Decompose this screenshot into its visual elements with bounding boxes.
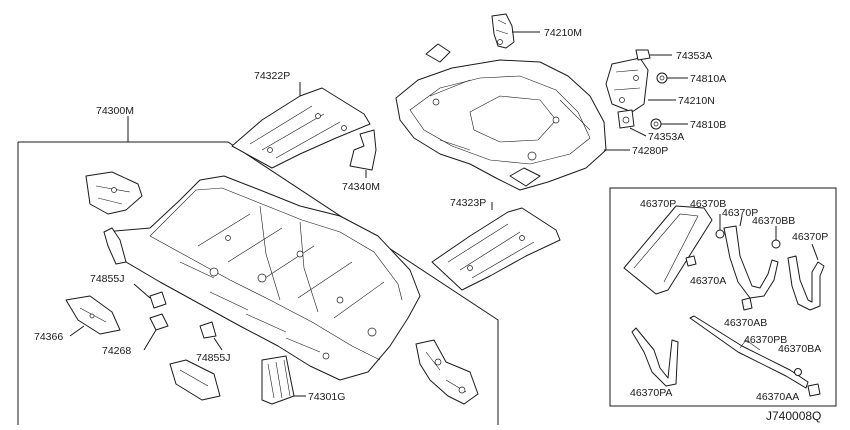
label-74301g: 74301G [308, 391, 345, 403]
part-46370p-hanger-mid [723, 215, 779, 299]
part-46370pb-rod [689, 315, 809, 389]
label-46370pa: 46370PA [630, 387, 672, 399]
part-small-plate [425, 43, 451, 63]
label-74855j-left: 74855J [90, 273, 124, 285]
part-74210m-bracket [491, 13, 540, 49]
label-74855j-right: 74855J [196, 352, 230, 364]
part-74300m-floor-pan [103, 116, 421, 381]
label-46370ba: 46370BA [778, 343, 821, 355]
part-74323p-member [431, 202, 561, 291]
diagram-code: J740008Q [766, 409, 821, 423]
part-46370b-bolt [715, 214, 725, 239]
part-right-lower-bracket [415, 339, 479, 405]
part-46370ba-nut [794, 368, 802, 376]
part-46370a-bolt [685, 255, 697, 267]
label-74300m: 74300M [96, 105, 134, 117]
part-74210n-bracket [605, 57, 649, 129]
label-74810b: 74810B [690, 119, 726, 131]
part-46370p-hanger-large [623, 205, 713, 295]
part-74810a-nut [656, 72, 688, 84]
label-46370bb: 46370BB [752, 215, 795, 227]
part-74353a-bolt-top [635, 49, 672, 61]
label-74340m: 74340M [342, 181, 380, 193]
label-74268: 74268 [102, 345, 131, 357]
part-74268-clip [143, 313, 169, 351]
part-46370pa-hanger [631, 327, 679, 387]
label-46370pb: 46370PB [744, 334, 787, 346]
part-74301g-insulator [261, 355, 306, 405]
label-46370aa: 46370AA [756, 391, 799, 403]
part-74340m-bracket [349, 129, 377, 178]
part-74322p-member [231, 82, 371, 169]
label-74366: 74366 [34, 331, 63, 343]
part-74855j-right-clip [199, 321, 223, 351]
label-46370b: 46370B [690, 198, 726, 210]
label-46370a: 46370A [690, 275, 726, 287]
part-46370bb-nut [771, 226, 781, 249]
label-74210n: 74210N [678, 95, 715, 107]
part-74366-plate [65, 295, 121, 337]
part-left-upper-bracket [85, 171, 143, 215]
part-74855j-left-clip [133, 283, 167, 309]
part-46370ab-bolt [741, 297, 753, 311]
leader-74353a-bottom [629, 127, 647, 137]
part-46370aa-bolt [807, 383, 821, 397]
label-46370p-c: 46370P [792, 231, 828, 243]
part-lower-left-panel [169, 359, 221, 401]
part-74810b-nut [650, 118, 688, 130]
label-74322p: 74322P [254, 70, 290, 82]
label-74353a-bottom: 74353A [648, 131, 684, 143]
label-46370ab: 46370AB [724, 317, 767, 329]
label-74353a-top: 74353A [676, 50, 712, 62]
part-46370p-hanger-right [787, 243, 825, 311]
label-74810a: 74810A [690, 73, 726, 85]
label-74280p: 74280P [632, 145, 668, 157]
label-74323p: 74323P [450, 197, 486, 209]
label-46370p-b: 46370P [722, 207, 758, 219]
part-74280p-rear-floor [395, 59, 630, 191]
hanger-group-box [609, 187, 837, 407]
label-46370p-a: 46370P [640, 198, 676, 210]
label-74210m: 74210M [544, 27, 582, 39]
